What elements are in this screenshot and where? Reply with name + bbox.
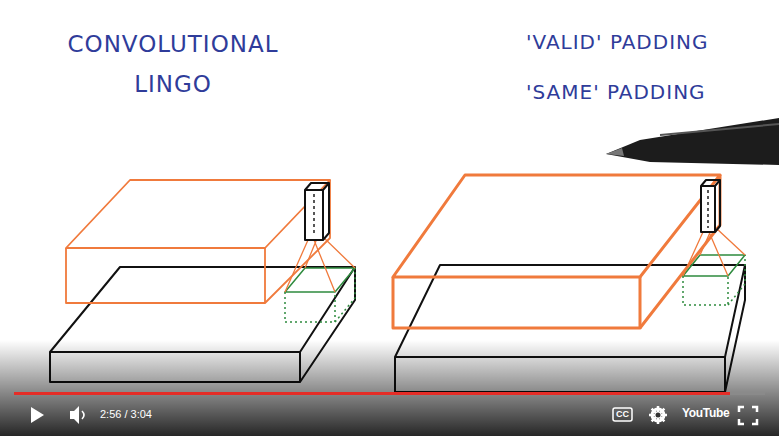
handwritten-title: CONVOLUTIONAL LINGO <box>48 24 298 104</box>
pen <box>606 118 779 165</box>
play-icon <box>31 407 44 423</box>
patch <box>285 268 355 322</box>
fullscreen-icon <box>739 407 757 424</box>
receptive-lines <box>285 236 355 292</box>
cc-label: CC <box>613 409 632 419</box>
control-shade <box>0 340 779 436</box>
cc-box <box>613 408 632 421</box>
handwritten-note: 'VALID' PADDING <box>526 30 709 54</box>
time-display: 2:56 / 3:04 <box>100 408 152 420</box>
feature-column <box>701 180 720 232</box>
youtube-logo: YouTube <box>682 406 729 420</box>
progress-track <box>14 392 765 395</box>
feature-column <box>305 183 329 240</box>
output-box <box>393 175 720 328</box>
patch <box>683 255 745 305</box>
volume-icon <box>70 406 79 424</box>
progress-played <box>14 392 730 395</box>
video-controls <box>0 340 779 436</box>
receptive-lines <box>683 228 745 276</box>
handwritten-note: 'SAME' PADDING <box>526 80 706 104</box>
settings-gear <box>649 406 667 424</box>
